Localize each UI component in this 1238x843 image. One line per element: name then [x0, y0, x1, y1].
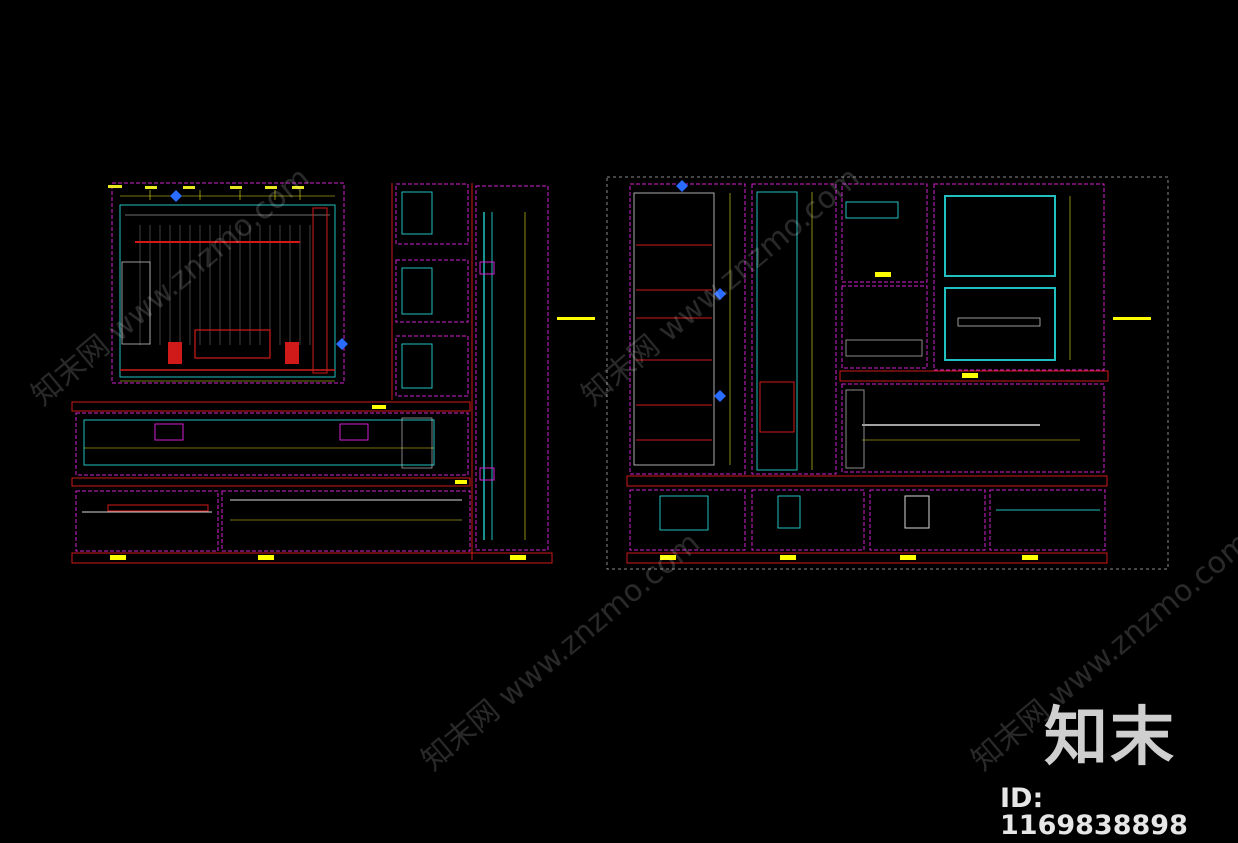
title-tag: [962, 373, 978, 378]
detail-red-d: [107, 504, 209, 512]
detail-frame-d: [75, 490, 219, 552]
right-wall-column: [312, 207, 328, 374]
title-tag: [372, 405, 386, 409]
detail-frame-top-body: [845, 201, 899, 219]
ceiling-elevation-frame: [933, 183, 1105, 371]
main-elevation-frame: [111, 182, 345, 384]
small-detail-2-body: [401, 267, 433, 315]
detail-frame-mid: [841, 285, 928, 369]
small-detail-1: [395, 183, 469, 245]
section-marker-icon[interactable]: [714, 288, 726, 300]
title-strip-c: [71, 552, 553, 564]
wardrobe-elevation-frame: [629, 183, 746, 475]
detail-frame-mid-body: [845, 339, 923, 357]
cabinet-drawer-block: [759, 381, 795, 433]
title-tag: [455, 480, 467, 484]
title-tag: [660, 555, 676, 560]
detail-frame-top: [841, 183, 928, 283]
small-detail-1-body: [401, 191, 433, 235]
bottom-detail-e-body: [904, 495, 930, 529]
bed-headboard: [194, 329, 271, 359]
tall-section-node: [479, 467, 495, 481]
id-label: ID: 1169838898: [1000, 783, 1188, 841]
wide-section-frame: [841, 383, 1105, 473]
wardrobe-elevation-body: [633, 192, 715, 466]
title-tag: [1022, 555, 1038, 560]
title-tag: [258, 555, 274, 560]
wardrobe-shelves: [636, 244, 712, 441]
elevation-outline: [119, 204, 336, 378]
wood-slat-panel: [139, 225, 311, 345]
left-elevation-sheet[interactable]: [71, 182, 553, 564]
ceiling-upper-box: [944, 195, 1056, 277]
title-strip-a: [71, 401, 471, 412]
title-tag: [110, 555, 126, 560]
cabinet-section-body: [756, 191, 798, 471]
soffit-red-1: [154, 423, 184, 441]
tall-section-node: [479, 261, 495, 275]
note-labels: [108, 185, 304, 189]
bottom-detail-b: [629, 489, 746, 551]
title-strip-r2: [626, 475, 1108, 487]
section-marker-icon[interactable]: [714, 390, 726, 402]
wardrobe-panel: [121, 261, 151, 345]
selection-box: [606, 176, 1169, 570]
title-tag: [900, 555, 916, 560]
title-strip-b: [71, 477, 471, 487]
tall-section-frame: [475, 185, 549, 551]
sheet-connector-right: [1113, 317, 1151, 320]
long-section-detail: [401, 417, 433, 469]
soffit-red-2: [339, 423, 369, 441]
cabinet-section-frame: [751, 183, 837, 475]
title-tag: [780, 555, 796, 560]
section-marker-icon[interactable]: [336, 338, 348, 350]
small-detail-3: [395, 335, 469, 397]
detail-frame-b: [221, 490, 471, 552]
title-tag: [875, 272, 891, 277]
right-elevation-sheet[interactable]: [606, 176, 1169, 570]
long-section-body: [83, 419, 435, 466]
bottom-detail-e: [869, 489, 986, 551]
ceiling-strip: [957, 317, 1041, 327]
small-detail-2: [395, 259, 469, 323]
brand-logo: 知末: [1044, 701, 1176, 775]
bottom-detail-b-body: [659, 495, 709, 531]
small-detail-3-body: [401, 343, 433, 389]
wide-section-wall: [845, 389, 865, 469]
title-strip-r3: [626, 552, 1108, 564]
bottom-detail-c-body: [777, 495, 801, 529]
top-dimension-chain: [120, 190, 335, 382]
section-marker-icon[interactable]: [170, 190, 182, 202]
title-tag: [510, 555, 526, 560]
ceiling-lower-box: [944, 287, 1056, 361]
nightstand-right: [285, 342, 299, 364]
section-marker-icon[interactable]: [676, 180, 688, 192]
bottom-detail-c: [751, 489, 865, 551]
nightstand-left: [168, 342, 182, 364]
bottom-detail-f: [989, 489, 1106, 551]
sheet-connector-left: [557, 317, 595, 320]
title-strip-r1: [839, 370, 1109, 382]
long-section-frame: [75, 412, 469, 476]
